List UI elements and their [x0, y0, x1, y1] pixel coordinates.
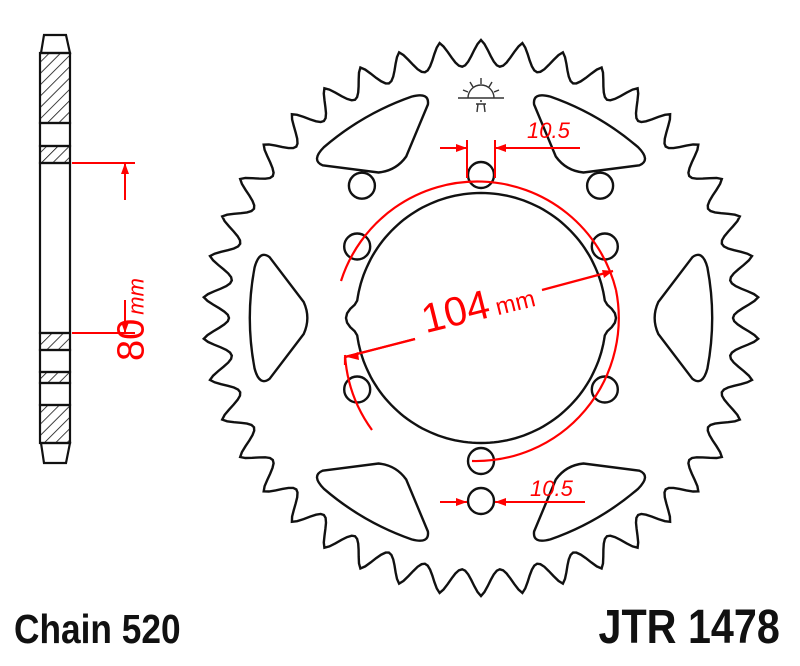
- lightening-cutout: [532, 94, 647, 174]
- bolt-hole: [590, 232, 619, 261]
- center-bore: [344, 191, 618, 445]
- sprocket-side-profile: [38, 33, 72, 465]
- bolt-hole: [466, 160, 496, 190]
- pcd-dimension: [339, 180, 620, 463]
- bolt-hole-dimension-bottom: [440, 498, 585, 506]
- bolt-hole: [590, 375, 619, 404]
- bolt-hole-dimension-top: [440, 140, 580, 178]
- lightening-cutout: [248, 253, 309, 383]
- offset-value: 80: [110, 318, 153, 361]
- sprocket-teeth-outline: [201, 38, 761, 598]
- auxiliary-hole: [347, 171, 377, 200]
- lightening-cutout: [532, 462, 647, 542]
- bolt-hole-width-bottom-label: 10.5: [530, 476, 573, 501]
- bolt-hole: [343, 232, 372, 261]
- lightening-cutout: [315, 462, 430, 542]
- auxiliary-hole: [466, 486, 496, 516]
- lightening-cutouts: [248, 94, 714, 542]
- auxiliary-hole: [585, 171, 615, 200]
- lightening-cutout: [315, 94, 430, 174]
- lightening-cutout: [653, 253, 714, 383]
- part-number-label: JTR 1478: [598, 601, 780, 654]
- bolt-hole-width-top-label: 10.5: [527, 118, 570, 143]
- offset-label: 80mm: [111, 260, 154, 380]
- offset-unit: mm: [123, 278, 149, 315]
- jt-logo-icon: [458, 78, 504, 113]
- chain-size-label: Chain 520: [14, 606, 181, 652]
- pcd-unit: mm: [492, 285, 539, 322]
- offset-dimension: [72, 162, 135, 334]
